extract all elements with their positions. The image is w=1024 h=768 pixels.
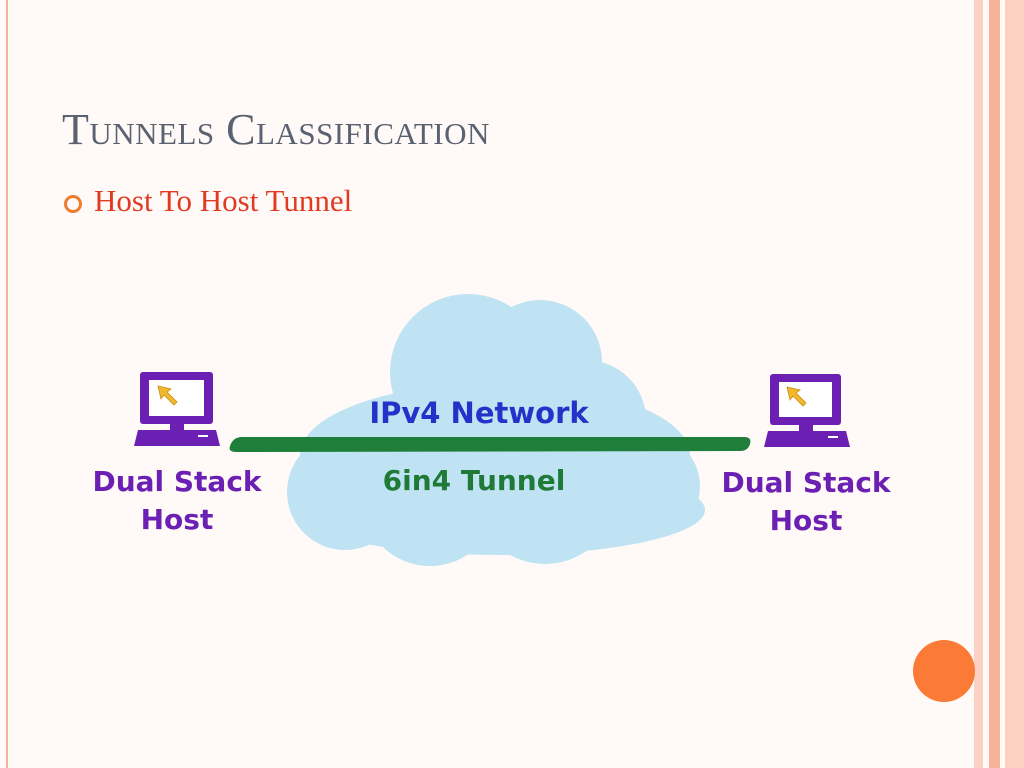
- bullet-item: Host To Host Tunnel: [64, 183, 352, 219]
- stripe: [1000, 0, 1005, 768]
- bullet-ring-icon: [64, 195, 82, 213]
- left-border-rule: [6, 0, 8, 768]
- right-host-label-line2: Host: [770, 504, 843, 537]
- right-border-stripes: [974, 0, 1024, 768]
- network-label: IPv4 Network: [369, 396, 589, 430]
- right-host-label-line1: Dual Stack: [721, 466, 891, 499]
- left-host-label-line1: Dual Stack: [92, 465, 262, 498]
- slide-title: Tunnels Classification: [62, 105, 490, 154]
- stripe: [989, 0, 1000, 768]
- left-host-label-line2: Host: [141, 503, 214, 536]
- tunnel-label: 6in4 Tunnel: [383, 464, 566, 497]
- stripe: [974, 0, 983, 768]
- stripe: [983, 0, 989, 768]
- decorative-orange-circle: [913, 640, 975, 702]
- right-host-computer-icon: [764, 374, 850, 447]
- left-host-computer-icon: [134, 372, 220, 446]
- stripe: [1005, 0, 1024, 768]
- cloud-shape: [287, 294, 705, 566]
- tunnel-bar: [229, 437, 751, 452]
- bullet-text: Host To Host Tunnel: [94, 183, 353, 218]
